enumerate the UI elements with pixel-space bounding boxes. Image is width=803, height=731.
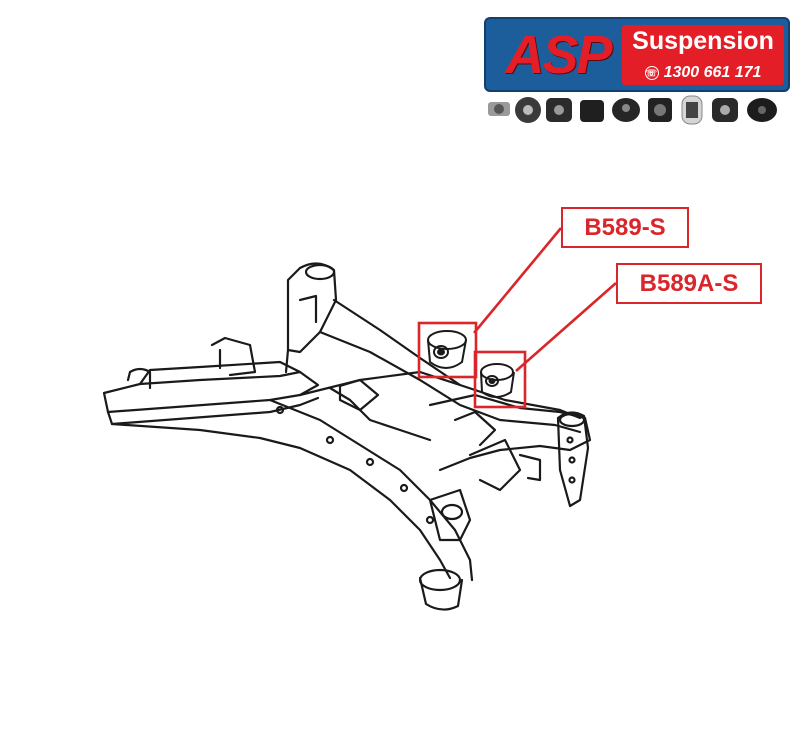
front-crossmember — [102, 370, 320, 414]
bush-thumb-7 — [681, 95, 703, 125]
inner-rail — [298, 370, 462, 397]
highlight-box-b589 — [417, 321, 478, 379]
highlight-box-b589a — [473, 350, 527, 409]
logo-phone-row: ☏ 1300 661 171 — [622, 63, 784, 83]
leader-line-b589 — [472, 227, 563, 334]
bush-thumb-1 — [488, 102, 510, 116]
callout-b589-s: B589-S — [561, 207, 689, 248]
bush-thumb-2 — [515, 97, 541, 123]
rear-crossmember — [428, 393, 592, 472]
rear-right-tower — [556, 411, 590, 508]
bush-thumb-3 — [546, 98, 572, 122]
logo-red-panel: Suspension ☏ 1300 661 171 — [622, 25, 784, 85]
bushing-b589 — [427, 330, 467, 369]
rear-left-bushing — [418, 576, 464, 611]
product-strip — [488, 95, 777, 125]
logo-phone-number: 1300 661 171 — [663, 64, 762, 81]
leader-line-b589a — [515, 282, 617, 372]
logo-suspension-word: Suspension — [632, 27, 774, 55]
bush-thumb-8 — [712, 98, 738, 122]
bush-thumb-4 — [580, 100, 604, 122]
bush-thumb-9 — [747, 98, 777, 122]
bush-thumb-5 — [612, 98, 640, 122]
phone-icon: ☏ — [644, 66, 659, 80]
bushing-b589a — [480, 363, 515, 398]
callout-b589a-s: B589A-S — [616, 263, 762, 304]
asp-logo: ASP Suspension ☏ 1300 661 171 — [484, 17, 790, 92]
bush-thumb-6 — [648, 98, 672, 122]
left-side-rail — [110, 422, 452, 580]
logo-asp-letters: ASP — [505, 25, 612, 85]
